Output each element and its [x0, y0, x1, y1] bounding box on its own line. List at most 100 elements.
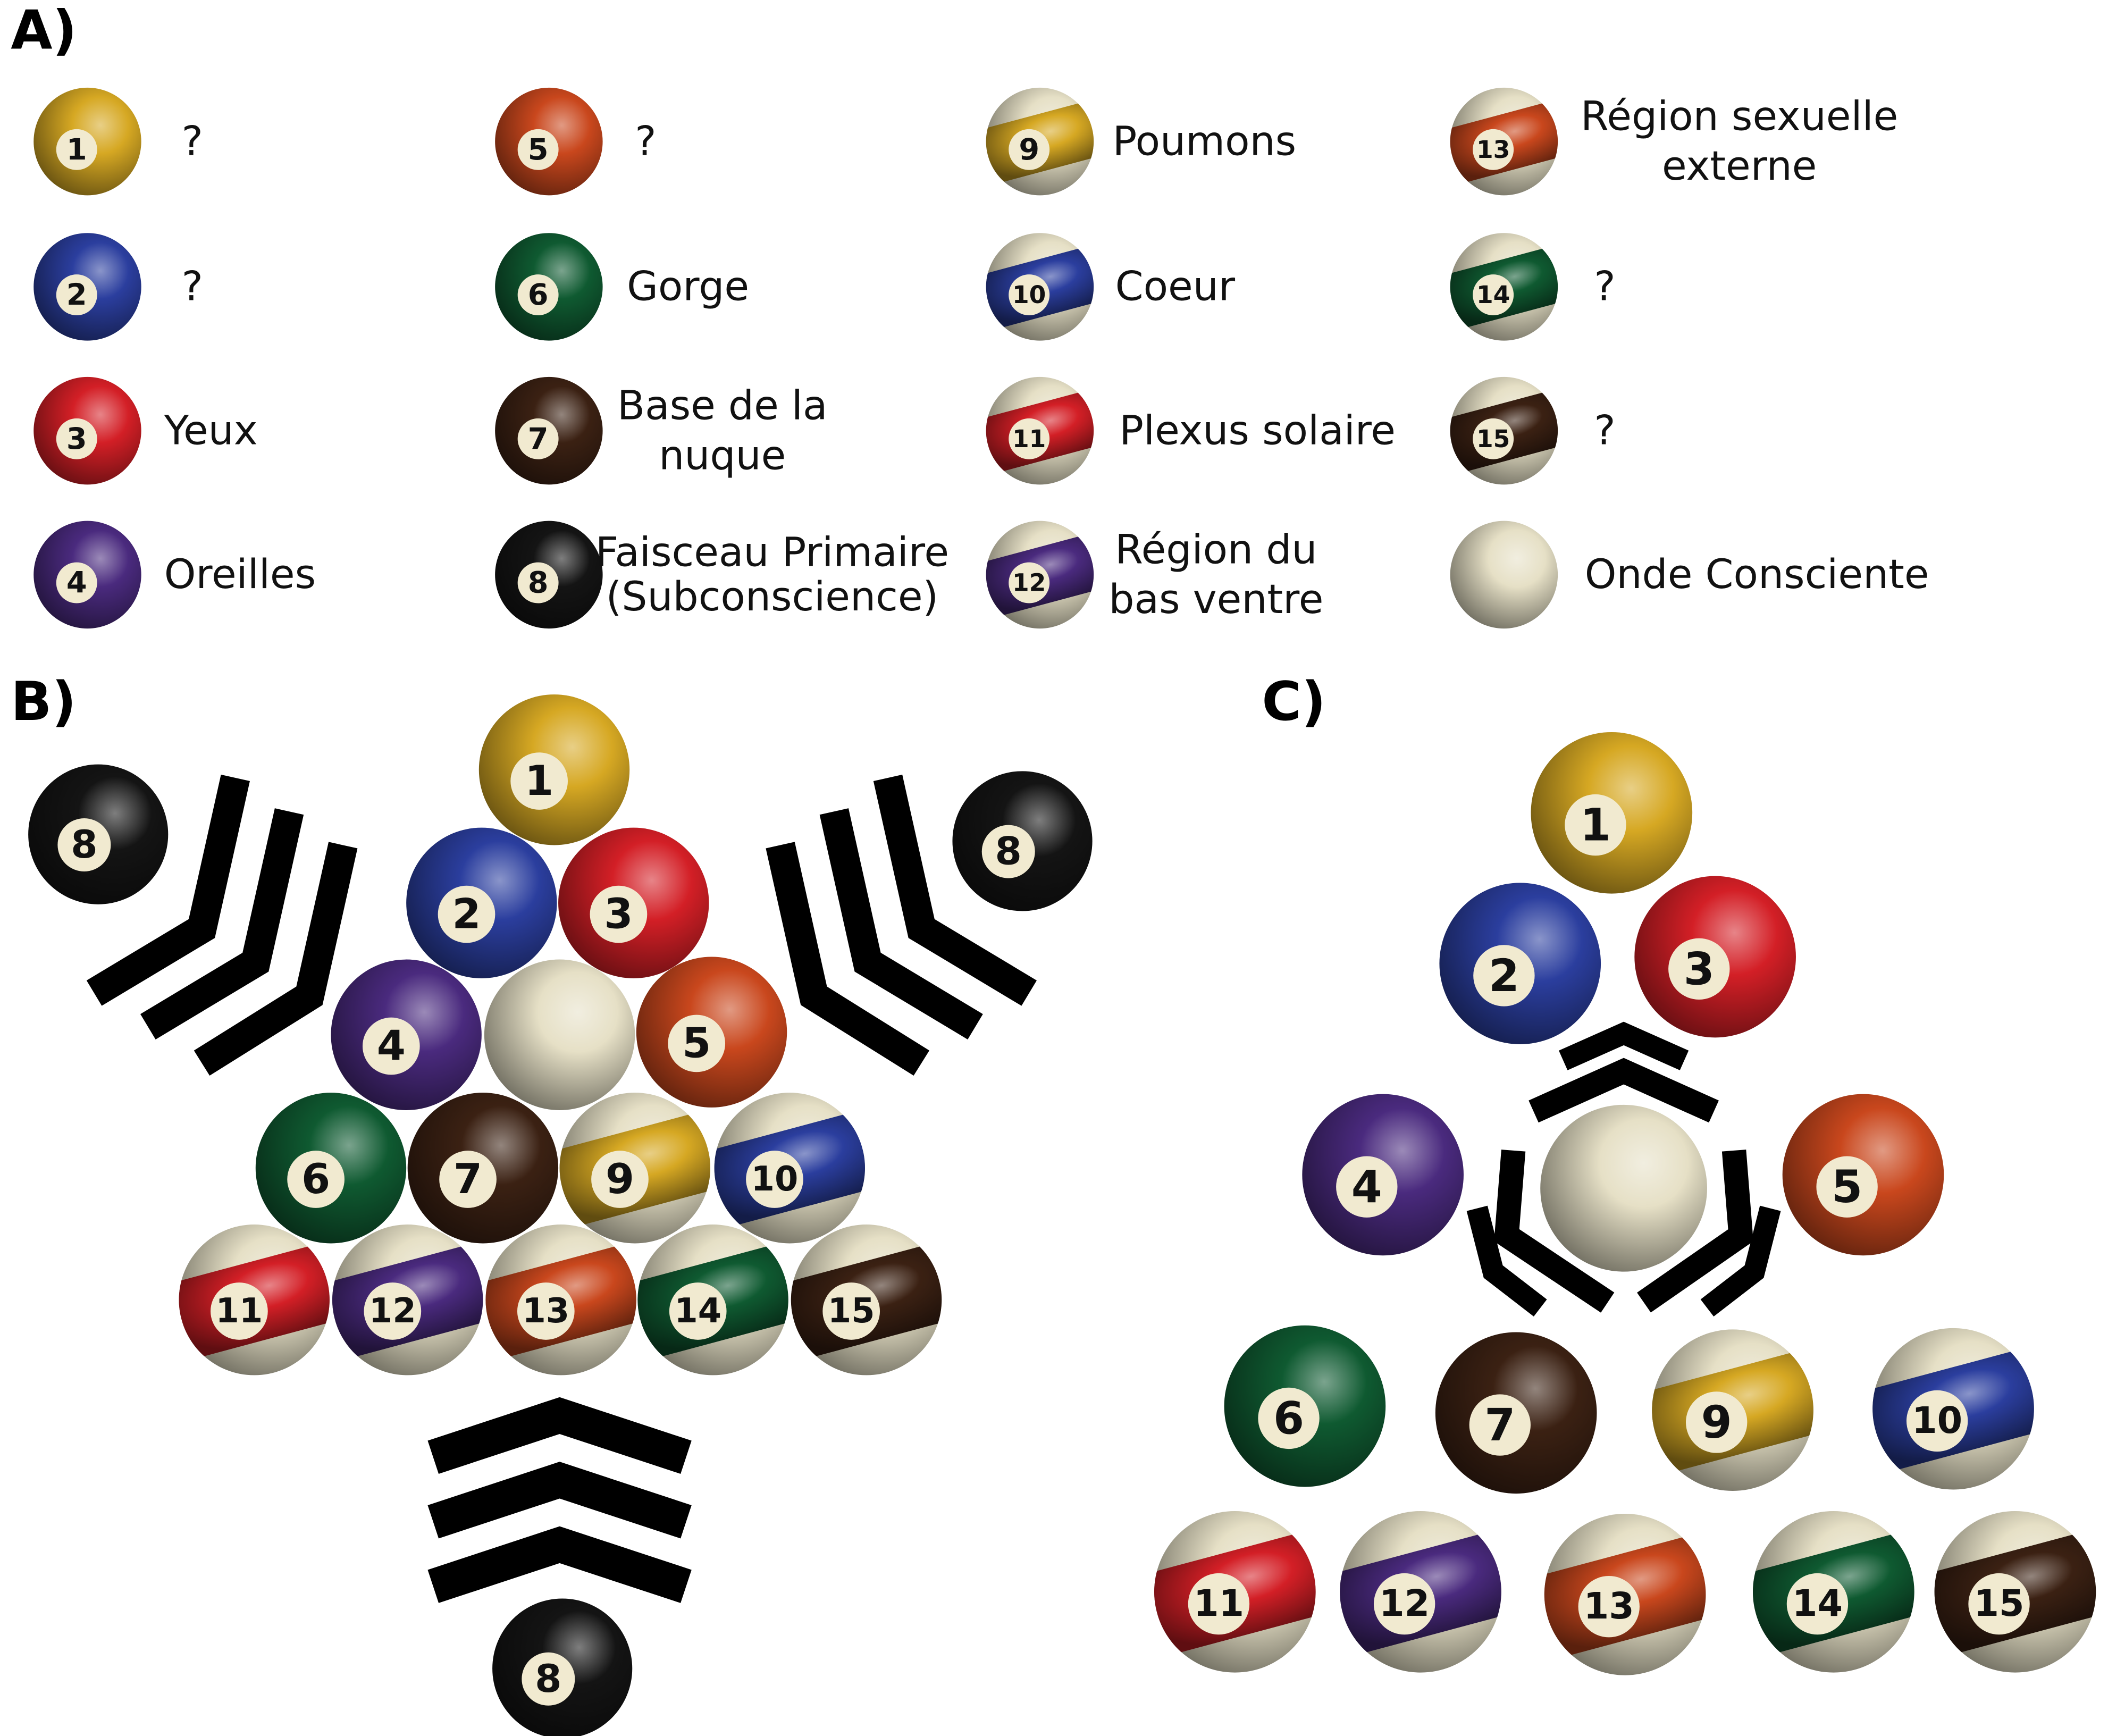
legend-label-line: ? — [182, 263, 203, 310]
ball-number: 10 — [1012, 281, 1046, 309]
legend-label-line: ? — [182, 118, 203, 164]
ball-11: 11 — [981, 376, 1100, 485]
ball-1: 1 — [33, 87, 141, 196]
number-disc — [56, 418, 97, 459]
number-disc — [981, 825, 1035, 878]
ball-14: 14 — [630, 1225, 797, 1376]
ball-number: 11 — [1012, 425, 1046, 453]
legend-label-line: externe — [1662, 142, 1817, 189]
number-disc — [1009, 129, 1050, 170]
ball-3: 3 — [1634, 876, 1796, 1038]
ball-6: 6 — [1224, 1325, 1386, 1487]
ball-number: 8 — [71, 823, 97, 867]
number-disc — [1906, 1390, 1968, 1452]
ball-13: 13 — [478, 1225, 645, 1376]
ball-2: 2 — [33, 233, 141, 341]
ball-6: 6 — [255, 1093, 407, 1244]
number-disc — [1009, 418, 1050, 459]
legend-label: Yeux — [164, 407, 258, 454]
legend-item: 15? — [1445, 376, 1616, 485]
ball-8: 8 — [495, 521, 603, 629]
legend-label-line: Oreilles — [164, 551, 316, 598]
ball-13: 13 — [1536, 1514, 1715, 1675]
ball-number: 4 — [66, 566, 87, 600]
ball-number: 14 — [1476, 281, 1510, 309]
ball-number: 11 — [216, 1291, 263, 1331]
legend-label: Onde Consciente — [1585, 551, 1929, 598]
ball-13: 13 — [1445, 87, 1564, 196]
chevrons-bottom — [427, 1397, 692, 1603]
number-disc — [590, 885, 648, 943]
ball-15: 15 — [1445, 376, 1564, 485]
legend-item: 10 Coeur — [981, 233, 1236, 341]
ball-14: 14 — [1745, 1511, 1924, 1673]
chevrons-right-top — [766, 774, 1037, 1076]
number-disc — [1336, 1156, 1398, 1218]
number-disc — [517, 562, 559, 603]
ball-number: 13 — [1584, 1586, 1634, 1628]
number-disc — [1469, 1394, 1531, 1456]
number-disc — [669, 1282, 727, 1340]
legend-label: Poumons — [1113, 118, 1297, 164]
legend-label-line: Faisceau Primaire — [595, 529, 949, 575]
ball-11: 11 — [1146, 1511, 1325, 1673]
ball-12: 12 — [325, 1225, 491, 1376]
number-disc — [1473, 945, 1535, 1007]
number-disc — [211, 1282, 268, 1340]
number-disc — [287, 1151, 345, 1208]
ball-number: 12 — [1012, 569, 1046, 597]
ball-number: 6 — [1273, 1392, 1304, 1444]
number-disc — [1816, 1156, 1878, 1218]
legend-label-line: nuque — [659, 432, 786, 479]
legend-label-line: bas ventre — [1108, 576, 1323, 623]
ball-number: 5 — [682, 1019, 711, 1067]
ball-10: 10 — [981, 233, 1100, 341]
number-disc — [822, 1282, 880, 1340]
number-disc — [1373, 1573, 1435, 1635]
ball-4: 4 — [33, 521, 141, 629]
legend-label-line: Onde Consciente — [1585, 551, 1929, 598]
ball-7: 7 — [407, 1093, 559, 1244]
legend-label-line: Région sexuelle — [1581, 93, 1898, 140]
number-disc — [1473, 274, 1514, 316]
ball-4: 4 — [331, 959, 482, 1110]
number-disc — [517, 418, 559, 459]
ball-number: 14 — [1792, 1583, 1843, 1625]
number-disc — [362, 1017, 420, 1075]
legend-item: 14? — [1445, 233, 1616, 341]
ball-number: 2 — [452, 891, 481, 938]
ball-11: 11 — [172, 1225, 338, 1376]
ball-5: 5 — [495, 87, 603, 196]
ball-number: 1 — [66, 132, 87, 167]
ball-number: 6 — [528, 278, 549, 312]
legend-label: Coeur — [1115, 263, 1236, 310]
ball-9: 9 — [1644, 1329, 1823, 1491]
legend-label-line: (Subconscience) — [606, 573, 938, 620]
legend-label-line: Poumons — [1113, 118, 1297, 164]
ball-number: 9 — [1701, 1396, 1732, 1448]
ball-number: 9 — [606, 1155, 634, 1203]
ball-number: 4 — [1351, 1161, 1382, 1213]
ball-number: 3 — [66, 422, 87, 456]
ball-number: 3 — [604, 891, 633, 938]
number-disc — [517, 129, 559, 170]
number-disc — [1565, 794, 1626, 856]
ball-number: 13 — [522, 1291, 569, 1331]
ball-number: 4 — [377, 1022, 406, 1070]
ball-number: 8 — [995, 829, 1022, 874]
ball-number: 6 — [301, 1155, 330, 1203]
ball-9: 9 — [552, 1093, 719, 1244]
legend-label-line: ? — [1594, 407, 1615, 454]
ball-number: 7 — [453, 1155, 482, 1203]
legend-item: 2? — [33, 233, 203, 341]
section-b-label: B) — [11, 670, 76, 733]
ball-15: 15 — [1927, 1511, 2105, 1673]
cue-ball — [1540, 1104, 1707, 1272]
